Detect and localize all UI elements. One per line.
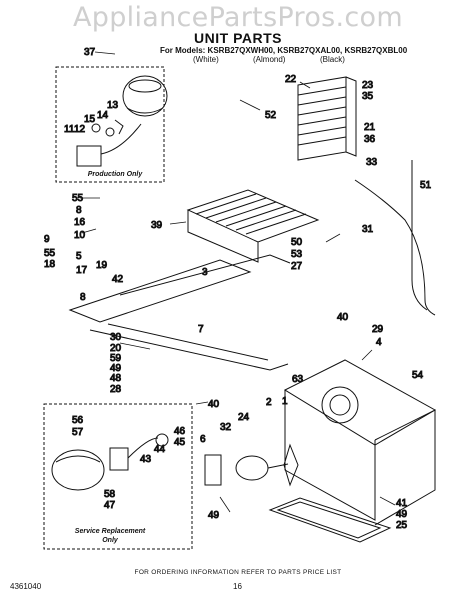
color-almond: (Almond)	[253, 55, 286, 64]
ordering-footer: FOR ORDERING INFORMATION REFER TO PARTS …	[134, 569, 342, 576]
service-replacement-note-line1: Service Replacement	[74, 528, 146, 535]
drain-pan-illustration	[268, 497, 392, 543]
callout-27: 27	[291, 261, 303, 272]
callout-19: 19	[96, 260, 108, 271]
evaporator-coil-illustration	[297, 76, 357, 161]
compressor-production-illustration	[76, 75, 168, 167]
callout-1: 1	[282, 396, 288, 407]
callout-56: 56	[72, 415, 84, 426]
page-title: UNIT PARTS	[194, 30, 282, 46]
callout-39: 39	[151, 220, 163, 231]
callout-11: 11	[64, 124, 75, 135]
callout-4: 4	[376, 337, 382, 348]
callout-57: 57	[72, 427, 84, 438]
condenser-illustration	[186, 189, 320, 263]
drain-pan-inner	[276, 501, 382, 539]
callout-10: 10	[74, 230, 86, 241]
callout-35: 35	[362, 91, 374, 102]
callout-2: 2	[266, 397, 272, 408]
callout-58: 58	[104, 489, 116, 500]
callout-45: 45	[174, 437, 186, 448]
base-frame-illustration	[68, 254, 291, 371]
callout-16: 16	[74, 217, 86, 228]
callout-37: 37	[84, 47, 96, 58]
document-number: 4361040	[10, 582, 42, 591]
callout-22: 22	[285, 74, 297, 85]
callout-28: 28	[110, 384, 122, 395]
callout-23: 23	[362, 80, 374, 91]
callout-8-lower: 8	[80, 292, 86, 303]
callout-21: 21	[364, 122, 376, 133]
callout-46: 46	[174, 426, 186, 437]
color-white: (White)	[193, 55, 219, 64]
callout-44: 44	[154, 444, 166, 455]
callout-30: 30	[110, 332, 122, 343]
callout-8-upper: 8	[76, 205, 82, 216]
callout-47: 47	[104, 500, 116, 511]
service-replacement-note-line2: Only	[102, 537, 118, 544]
callout-17: 17	[76, 265, 88, 276]
tubing-illustration-2	[411, 160, 428, 311]
callout-29: 29	[372, 324, 384, 335]
callout-31: 31	[362, 224, 374, 235]
callout-53: 53	[291, 249, 303, 260]
callout-55-lower: 55	[44, 248, 56, 259]
callout-55-upper: 55	[72, 193, 84, 204]
callout-leader-lines	[80, 51, 396, 513]
callout-25: 25	[396, 520, 408, 531]
callout-20: 20	[110, 343, 122, 354]
callout-40-upper: 40	[337, 312, 349, 323]
callout-9: 9	[44, 234, 50, 245]
watermark-text: AppliancePartsPros.com	[73, 2, 403, 33]
callout-49-right: 49	[396, 509, 408, 520]
callout-24: 24	[238, 412, 250, 423]
callout-48: 48	[110, 373, 122, 384]
color-black: (Black)	[320, 55, 345, 64]
callout-14: 14	[97, 110, 109, 121]
callout-54: 54	[412, 370, 424, 381]
service-replacement-box	[43, 403, 193, 550]
compressor-service-illustration	[51, 433, 169, 491]
callout-40-lower: 40	[208, 399, 220, 410]
callout-3: 3	[202, 267, 208, 278]
fan-motor-illustration	[204, 443, 299, 487]
callout-41: 41	[396, 498, 408, 509]
callout-6: 6	[200, 434, 206, 445]
callout-50: 50	[291, 237, 303, 248]
callout-63: 63	[292, 374, 304, 385]
fan-bracket-illustration	[283, 359, 437, 526]
callout-18: 18	[44, 259, 56, 270]
callout-59: 59	[110, 353, 122, 364]
callout-32: 32	[220, 422, 232, 433]
production-only-box	[55, 66, 165, 183]
callout-49-upper: 49	[110, 363, 122, 374]
production-only-note: Production Only	[87, 171, 143, 178]
callout-5: 5	[76, 251, 82, 262]
tubing-illustration	[354, 179, 436, 316]
callout-15: 15	[84, 114, 96, 125]
callout-33: 33	[366, 157, 378, 168]
callout-42: 42	[112, 274, 124, 285]
callout-52: 52	[265, 110, 277, 121]
callout-49-bottom: 49	[208, 510, 220, 521]
callout-43: 43	[140, 454, 152, 465]
callout-51: 51	[420, 180, 432, 191]
callout-7: 7	[198, 324, 204, 335]
callout-12: 12	[74, 124, 86, 135]
page-number: 16	[233, 582, 242, 591]
callout-36: 36	[364, 134, 376, 145]
callout-13: 13	[107, 100, 119, 111]
models-line: For Models: KSRB27QXWH00, KSRB27QXAL00, …	[160, 46, 408, 55]
